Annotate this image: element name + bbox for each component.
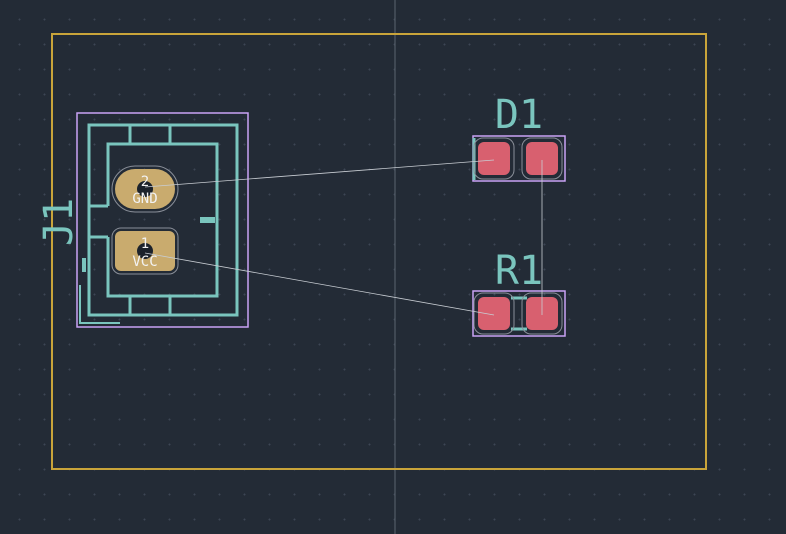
j1-pad-1-net: VCC: [132, 254, 157, 270]
r1-courtyard: [472, 290, 566, 337]
j1-silkscreen: [79, 123, 239, 324]
j1-reference: J1: [36, 198, 82, 246]
ratsnest: [144, 159, 543, 316]
j1-pad-2[interactable]: 2 GND: [111, 165, 179, 213]
board-outline[interactable]: [51, 33, 707, 470]
r1-pad-1[interactable]: [473, 292, 515, 335]
d1-pad-1[interactable]: [473, 137, 515, 180]
footprint-r1[interactable]: R1: [472, 248, 566, 337]
j1-pad-2-net: GND: [132, 191, 157, 207]
ratsnest-vcc: [144, 252, 495, 316]
j1-courtyard: [76, 112, 249, 328]
d1-reference: D1: [495, 92, 543, 138]
j1-pad-1-number: 1: [141, 236, 149, 252]
r1-reference: R1: [495, 248, 543, 294]
footprint-j1[interactable]: J1 2 GND 1 VCC: [36, 112, 249, 328]
r1-silkscreen: [511, 296, 527, 331]
j1-pad-2-number: 2: [141, 174, 149, 190]
footprint-d1[interactable]: D1: [472, 92, 566, 182]
j1-pad-1[interactable]: 1 VCC: [111, 227, 179, 275]
ratsnest-gnd: [144, 159, 495, 188]
